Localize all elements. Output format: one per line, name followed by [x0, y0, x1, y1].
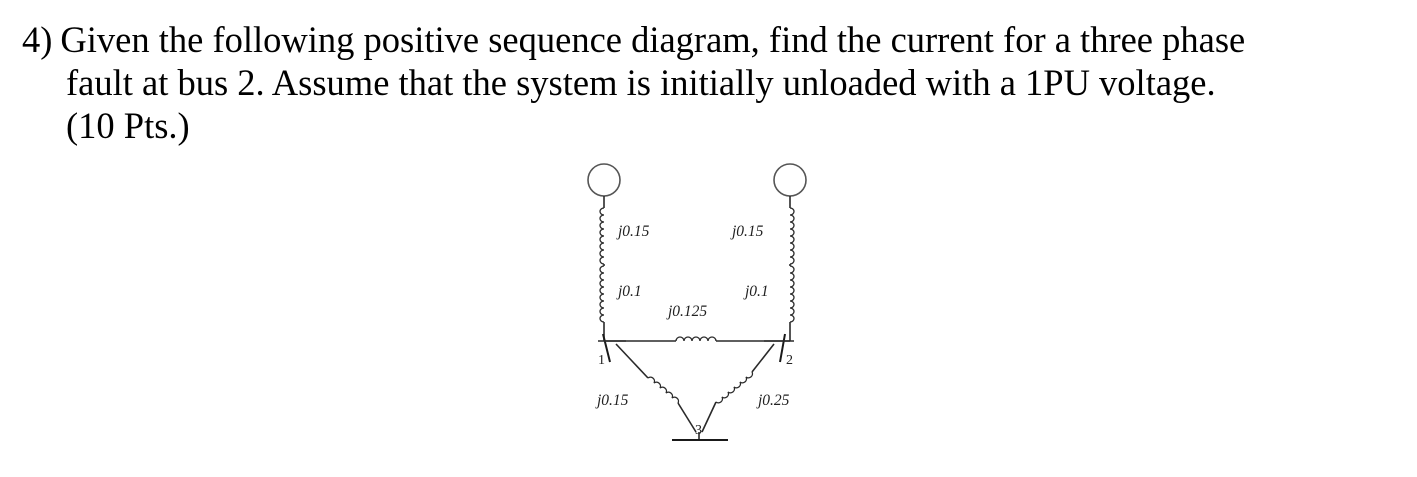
- label-right-transformer-reactance: j0.1: [743, 283, 769, 300]
- reactance-left-generator: [599, 207, 605, 265]
- label-line-2-3-reactance: j0.25: [756, 392, 790, 409]
- question-number: 4): [22, 19, 53, 60]
- reactance-line-1-3: [647, 376, 680, 404]
- label-left-generator-reactance: j0.15: [616, 223, 650, 240]
- bus-1: [602, 333, 611, 363]
- label-bus-3: 3: [695, 423, 702, 438]
- reactance-line-2-3: [715, 371, 754, 404]
- line-2-3-lower: [701, 401, 717, 433]
- generator-left: [587, 163, 621, 197]
- line-1-3-upper: [615, 343, 649, 379]
- label-left-transformer-reactance: j0.1: [616, 283, 642, 300]
- label-bus-1: 1: [598, 353, 605, 368]
- line-2-3-upper: [751, 343, 775, 373]
- reactance-left-transformer: [599, 265, 605, 323]
- reactance-line-1-2: [675, 336, 717, 342]
- generator-right: [773, 163, 807, 197]
- question-line-2: fault at bus 2. Assume that the system i…: [66, 62, 1216, 103]
- reactance-right-transformer: [789, 265, 795, 323]
- question-text: 4)Given the following positive sequence …: [22, 18, 1402, 147]
- bus-2: [779, 333, 786, 363]
- label-line-1-2-reactance: j0.125: [666, 303, 707, 320]
- line-1-3-lower: [677, 402, 697, 433]
- label-right-generator-reactance: j0.15: [730, 223, 764, 240]
- question-line-1-text: Given the following positive sequence di…: [60, 19, 1246, 60]
- question-points: (10 Pts.): [66, 105, 190, 146]
- label-bus-2: 2: [786, 353, 793, 368]
- label-line-1-3-reactance: j0.15: [595, 392, 629, 409]
- reactance-right-generator: [789, 207, 795, 265]
- question-line-1: 4)Given the following positive sequence …: [22, 18, 1402, 61]
